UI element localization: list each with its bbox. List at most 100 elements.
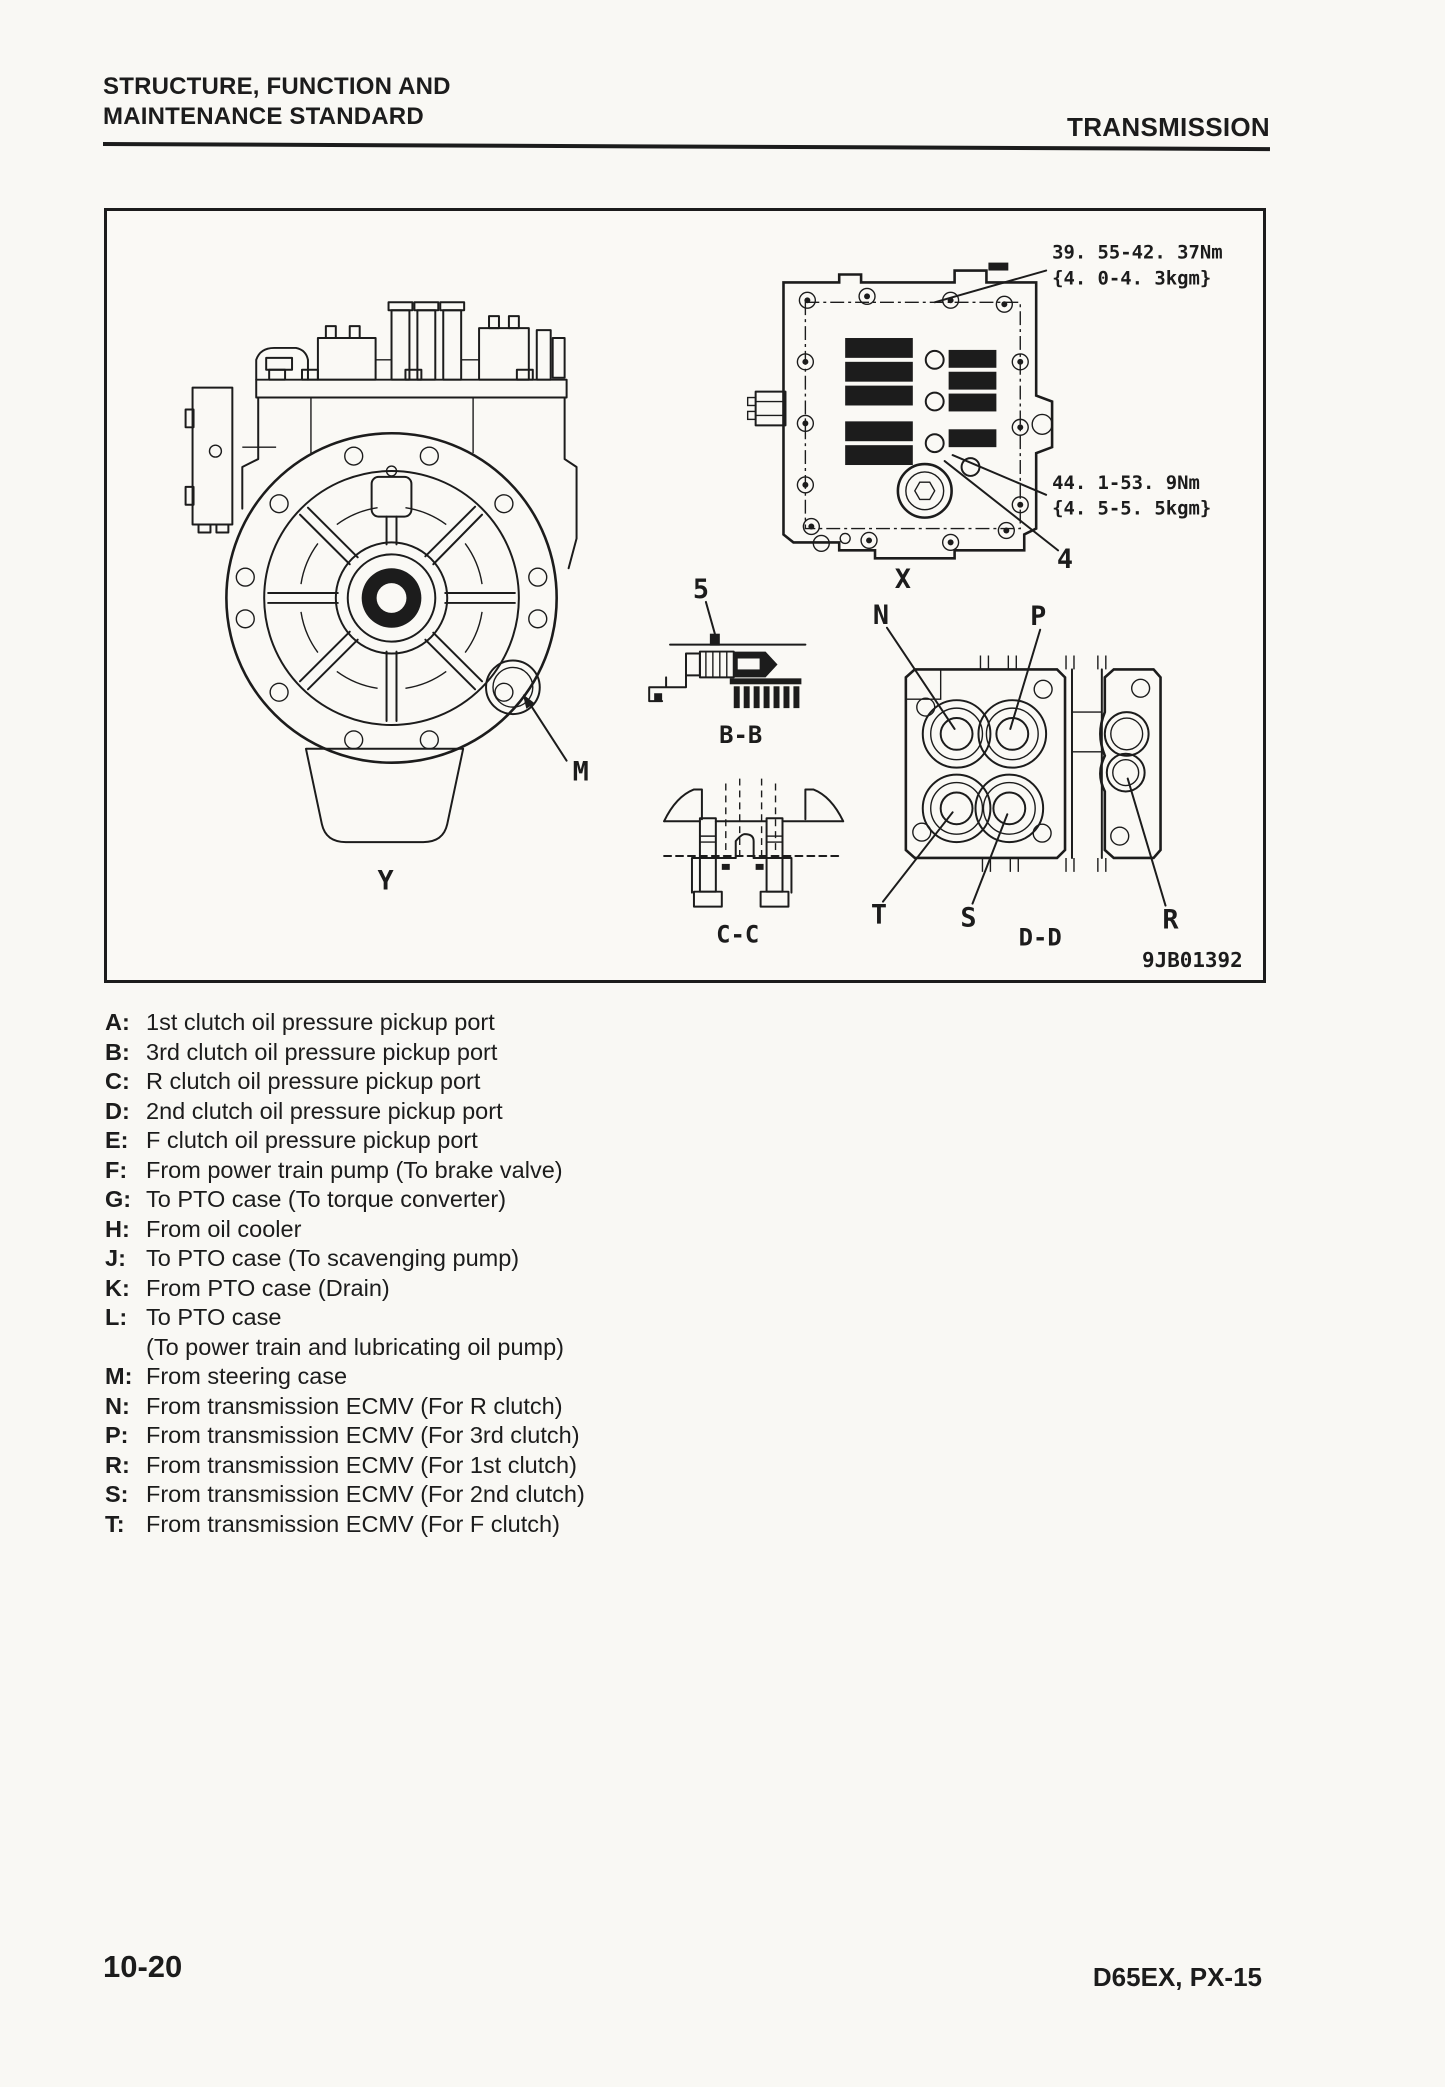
r-leader xyxy=(1126,777,1167,907)
label-port-r: R xyxy=(1162,904,1179,935)
flange-bolt-holes xyxy=(235,446,548,750)
port-legend: A: 1st clutch oil pressure pickup port B:… xyxy=(105,1008,865,1539)
label-section-bb: B-B xyxy=(719,721,762,749)
legend-text: R clutch oil pressure pickup port xyxy=(146,1068,481,1094)
legend-row-r: R: From transmission ECMV (For 1st clutch… xyxy=(105,1451,865,1481)
legend-text: To PTO case (To scavenging pump) xyxy=(146,1245,520,1271)
legend-row-e: E: F clutch oil pressure pickup port xyxy=(105,1126,865,1156)
legend-key: C: xyxy=(105,1068,130,1094)
label-view-y: Y xyxy=(377,866,394,897)
section-title: TRANSMISSION xyxy=(1067,112,1270,142)
legend-text: F clutch oil pressure pickup port xyxy=(146,1127,478,1153)
legend-text: 2nd clutch oil pressure pickup port xyxy=(146,1097,503,1124)
torque-upper-kgm: {4. 0-4. 3kgm} xyxy=(1052,267,1211,289)
legend-row-f: F: From power train pump (To brake valve) xyxy=(105,1156,865,1186)
legend-row-s: S: From transmission ECMV (For 2nd clutch… xyxy=(105,1480,865,1510)
torque-lower-leader xyxy=(951,454,1048,496)
legend-row-l2: (To power train and lubricating oil pump… xyxy=(105,1333,865,1363)
model-number: D65EX, PX-15 xyxy=(1092,1962,1262,1992)
legend-key: J: xyxy=(105,1245,126,1271)
legend-text: From steering case xyxy=(146,1363,348,1389)
item4-leader xyxy=(943,460,1060,552)
legend-key-spacer xyxy=(105,1333,146,1363)
legend-text: To PTO case xyxy=(146,1304,282,1330)
legend-row-n: N:From transmission ECMV (For R clutch) xyxy=(105,1392,865,1422)
legend-text: To PTO case (To torque converter) xyxy=(146,1186,507,1212)
m-arrowhead xyxy=(522,694,535,709)
header-left-line1: STRUCTURE, FUNCTION AND xyxy=(103,73,451,100)
x-view-drawing xyxy=(746,262,1054,560)
legend-key: B: xyxy=(105,1038,130,1065)
legend-key: E: xyxy=(105,1127,129,1153)
spoke-wheel xyxy=(267,475,516,723)
p-leader xyxy=(1009,628,1042,730)
legend-row-j: J: To PTO case (To scavenging pump) xyxy=(105,1244,865,1274)
legend-row-k: K:From PTO case (Drain) xyxy=(105,1274,865,1304)
legend-key: L: xyxy=(105,1304,128,1330)
label-item4: 4 xyxy=(1057,544,1073,575)
m-leader-line xyxy=(525,698,568,762)
cc-section-drawing xyxy=(663,778,845,908)
legend-key: P: xyxy=(105,1422,129,1448)
valve-spools xyxy=(845,338,997,477)
legend-key: G: xyxy=(105,1186,132,1212)
legend-key: N: xyxy=(105,1392,130,1419)
legend-text: From transmission ECMV (For 1st clutch) xyxy=(146,1451,577,1478)
legend-text: From transmission ECMV (For 2nd clutch) xyxy=(146,1481,585,1507)
y-view-drawing xyxy=(184,301,578,844)
legend-text: 3rd clutch oil pressure pickup port xyxy=(146,1038,498,1065)
legend-text: From power train pump (To brake valve) xyxy=(146,1156,563,1183)
figure-code: 9JB01392 xyxy=(1142,948,1243,972)
bb-section-drawing xyxy=(648,633,807,709)
s-leader xyxy=(971,813,1009,905)
legend-row-a: A: 1st clutch oil pressure pickup port xyxy=(105,1008,865,1038)
legend-key: M: xyxy=(105,1363,133,1389)
transmission-diagram: Y M xyxy=(184,242,1243,972)
transmission-figure: Y M xyxy=(104,208,1266,983)
legend-text: From transmission ECMV (For F clutch) xyxy=(146,1510,560,1537)
legend-key: R: xyxy=(105,1451,130,1478)
torque-upper-leader xyxy=(933,269,1048,304)
legend-row-g: G: To PTO case (To torque converter) xyxy=(105,1185,865,1215)
torque-lower-nm: 44. 1-53. 9Nm xyxy=(1052,472,1200,494)
label-section-dd: D-D xyxy=(1019,923,1062,951)
page-title: STRUCTURE, FUNCTION AND MAINTENANCE STAN… xyxy=(103,72,451,132)
legend-row-l: L: To PTO case xyxy=(105,1303,865,1333)
legend-row-h: H: From oil cooler xyxy=(105,1215,865,1245)
legend-key: H: xyxy=(105,1215,130,1242)
dd-ports xyxy=(921,699,1048,844)
n-leader xyxy=(885,626,956,730)
legend-row-m: M: From steering case xyxy=(105,1362,865,1392)
legend-key: F: xyxy=(105,1156,128,1183)
legend-key: K: xyxy=(105,1274,130,1301)
label-view-x: X xyxy=(895,564,911,595)
legend-text: From oil cooler xyxy=(146,1215,302,1242)
legend-text: (To power train and lubricating oil pump… xyxy=(146,1333,564,1360)
valve-bolts xyxy=(796,287,1029,552)
legend-row-d: D: 2nd clutch oil pressure pickup port xyxy=(105,1097,865,1127)
legend-key: S: xyxy=(105,1481,129,1507)
port-m-circle xyxy=(485,659,541,716)
label-port-n: N xyxy=(873,600,889,631)
label-section-cc: C-C xyxy=(716,920,759,948)
label-item5: 5 xyxy=(693,574,709,605)
legend-text: 1st clutch oil pressure pickup port xyxy=(146,1009,495,1035)
legend-row-b: B: 3rd clutch oil pressure pickup port xyxy=(105,1038,865,1068)
header-rule xyxy=(102,142,1270,152)
legend-row-c: C: R clutch oil pressure pickup port xyxy=(105,1067,865,1097)
label-port-s: S xyxy=(960,902,976,933)
header-left-line2: MAINTENANCE STANDARD xyxy=(103,103,424,130)
page-number: 10-20 xyxy=(103,1949,183,1984)
dd-section-drawing xyxy=(904,655,1162,872)
item5-leader xyxy=(704,600,716,635)
legend-key: D: xyxy=(105,1097,130,1124)
torque-lower-kgm: {4. 5-5. 5kgm} xyxy=(1052,498,1211,520)
label-port-t: T xyxy=(871,899,887,930)
legend-text: From transmission ECMV (For 3rd clutch) xyxy=(146,1422,580,1448)
legend-key: A: xyxy=(105,1009,130,1035)
legend-key: T: xyxy=(105,1510,125,1537)
torque-upper-nm: 39. 55-42. 37Nm xyxy=(1052,242,1223,264)
label-port-p: P xyxy=(1030,601,1046,632)
label-port-m: M xyxy=(573,757,589,788)
